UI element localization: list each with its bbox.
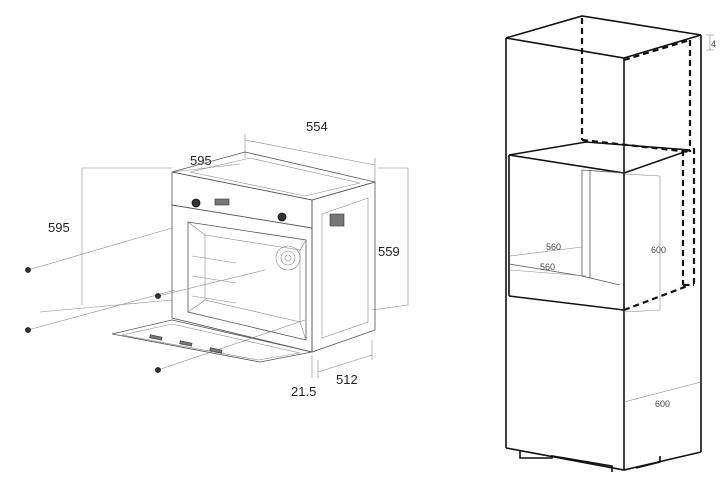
- oven-top-inner: [189, 157, 361, 197]
- dim-label-cabinet-width: 600: [655, 399, 670, 409]
- mounting-screws: [25, 227, 306, 373]
- display-icon: [214, 198, 230, 206]
- dimension-top-depth: 554: [244, 119, 376, 184]
- dim-label-side-height: 559: [378, 244, 400, 259]
- cabinet-drawing: 4 560 560 600 600: [505, 15, 716, 472]
- screw-icon: [25, 327, 31, 333]
- dim-label-top-width: 595: [190, 153, 212, 168]
- oven-drawing: 554 595 595 559 21.5 512: [25, 119, 409, 399]
- oven-side-panel: [311, 181, 376, 353]
- dim-label-front-height: 595: [48, 220, 70, 235]
- oven-cavity: [187, 221, 307, 341]
- niche-bottom-front: [508, 295, 625, 311]
- right-knob-icon: [277, 212, 287, 222]
- niche-top: [508, 141, 691, 174]
- dim-label-niche-depth-lower: 560: [540, 262, 555, 272]
- oven-door-inner: [121, 323, 301, 361]
- screw-icon: [155, 367, 161, 373]
- dimension-side-height: 559: [371, 167, 409, 311]
- side-bracket-icon: [329, 213, 345, 227]
- dim-label-top-gap: 4: [711, 39, 716, 49]
- dim-label-niche-height: 600: [651, 245, 666, 255]
- cabinet-plinth: [519, 450, 613, 472]
- dimension-bottom: 21.5 512: [291, 340, 373, 399]
- dim-label-top-depth: 554: [306, 119, 328, 134]
- dimension-front-height: 595: [39, 167, 173, 313]
- oven-front-frame: [171, 204, 313, 353]
- cabinet-top-front: [505, 34, 702, 59]
- cabinet-top-back: [505, 15, 702, 39]
- dim-label-door-offset: 21.5: [291, 384, 316, 399]
- oven-cavity-back: [204, 234, 301, 323]
- oven-side-inner: [321, 197, 369, 339]
- dim-label-niche-depth-upper: 560: [546, 242, 561, 252]
- oven-door-open: [111, 319, 313, 363]
- dim-label-body-depth: 512: [336, 372, 358, 387]
- cabinet-bottom: [505, 447, 702, 471]
- left-knob-icon: [191, 198, 201, 208]
- screw-icon: [155, 293, 161, 299]
- screw-icon: [25, 267, 31, 273]
- fan-icon: [275, 245, 301, 271]
